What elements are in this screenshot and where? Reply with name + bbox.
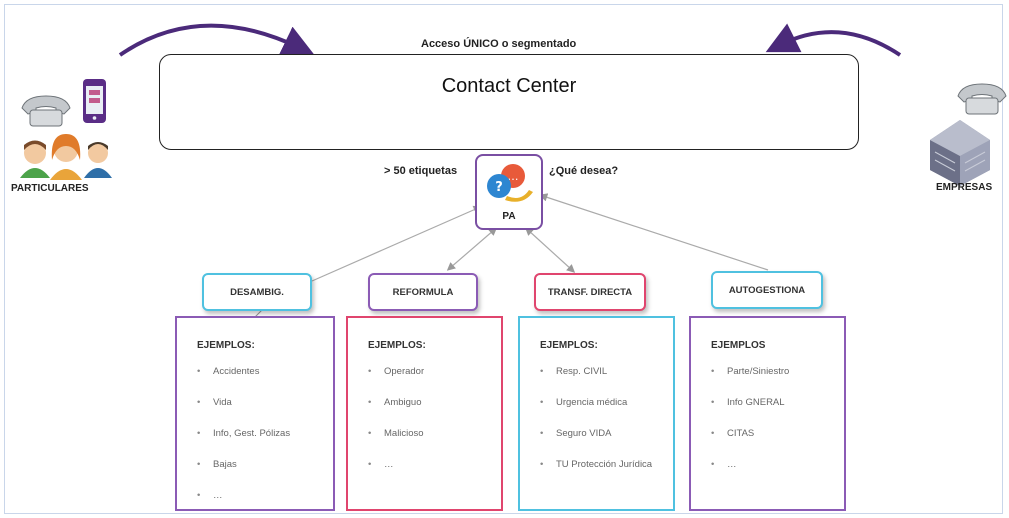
list-item: … (197, 488, 333, 503)
telephone-icon-left (21, 95, 71, 127)
examples-title: EJEMPLOS: (540, 340, 598, 351)
people-icon (20, 134, 112, 180)
pa-chat-icon: … ? (487, 164, 533, 202)
list-item: Info GNERAL (711, 395, 844, 410)
category-desambig: DESAMBIG. (202, 273, 312, 311)
contact-center-title: Contact Center (441, 75, 577, 97)
connector-pa-autogestiona (539, 193, 769, 271)
empresas-label: EMPRESAS (936, 182, 993, 193)
list-item: Operador (368, 364, 501, 379)
examples-title: EJEMPLOS: (368, 340, 426, 351)
svg-text:…: … (508, 170, 519, 183)
pa-label: PA (502, 211, 516, 222)
category-reformula: REFORMULA (368, 273, 478, 311)
pa-left-note: > 50 etiquetas (384, 165, 458, 177)
list-item: Info, Gest. Pólizas (197, 426, 333, 441)
list-item: Urgencia médica (540, 395, 673, 410)
examples-desambig: EJEMPLOS: Accidentes Vida Info, Gest. Pó… (175, 316, 335, 511)
telephone-icon-right (957, 83, 1007, 115)
list-item: … (711, 457, 844, 472)
access-label: Acceso ÚNICO o segmentado (421, 38, 577, 50)
category-autogestiona: AUTOGESTIONA (711, 271, 823, 309)
examples-reformula: EJEMPLOS: Operador Ambiguo Malicioso … (346, 316, 503, 511)
examples-transf-directa: EJEMPLOS: Resp. CIVIL Urgencia médica Se… (518, 316, 675, 511)
pa-node: … ? PA (475, 154, 543, 230)
list-item: … (368, 457, 501, 472)
list-item: Bajas (197, 457, 333, 472)
list-item: Ambiguo (368, 395, 501, 410)
list-item: Seguro VIDA (540, 426, 673, 441)
list-item: Accidentes (197, 364, 333, 379)
pa-right-note: ¿Qué desea? (549, 165, 619, 177)
contact-center-box: Contact Center (159, 54, 859, 150)
right-curved-arrow (765, 23, 902, 57)
left-curved-arrow (118, 23, 315, 57)
svg-text:?: ? (495, 180, 503, 195)
connector-pa-transf (524, 227, 576, 273)
list-item: Resp. CIVIL (540, 364, 673, 379)
connector-pa-reformula (446, 227, 498, 271)
list-item: Parte/Siniestro (711, 364, 844, 379)
particulares-label: PARTICULARES (11, 183, 89, 194)
examples-autogestiona: EJEMPLOS Parte/Siniestro Info GNERAL CIT… (689, 316, 846, 511)
category-transf-directa: TRANSF. DIRECTA (534, 273, 646, 311)
connector-pa-desambig (311, 205, 482, 282)
list-item: Vida (197, 395, 333, 410)
examples-title: EJEMPLOS: (197, 340, 255, 351)
mobile-phone-icon (83, 79, 106, 123)
examples-title: EJEMPLOS (711, 340, 766, 351)
diagram-frame (4, 4, 1003, 514)
list-item: Malicioso (368, 426, 501, 441)
list-item: CITAS (711, 426, 844, 441)
list-item: TU Protección Jurídica (540, 457, 673, 472)
building-icon (930, 120, 990, 186)
